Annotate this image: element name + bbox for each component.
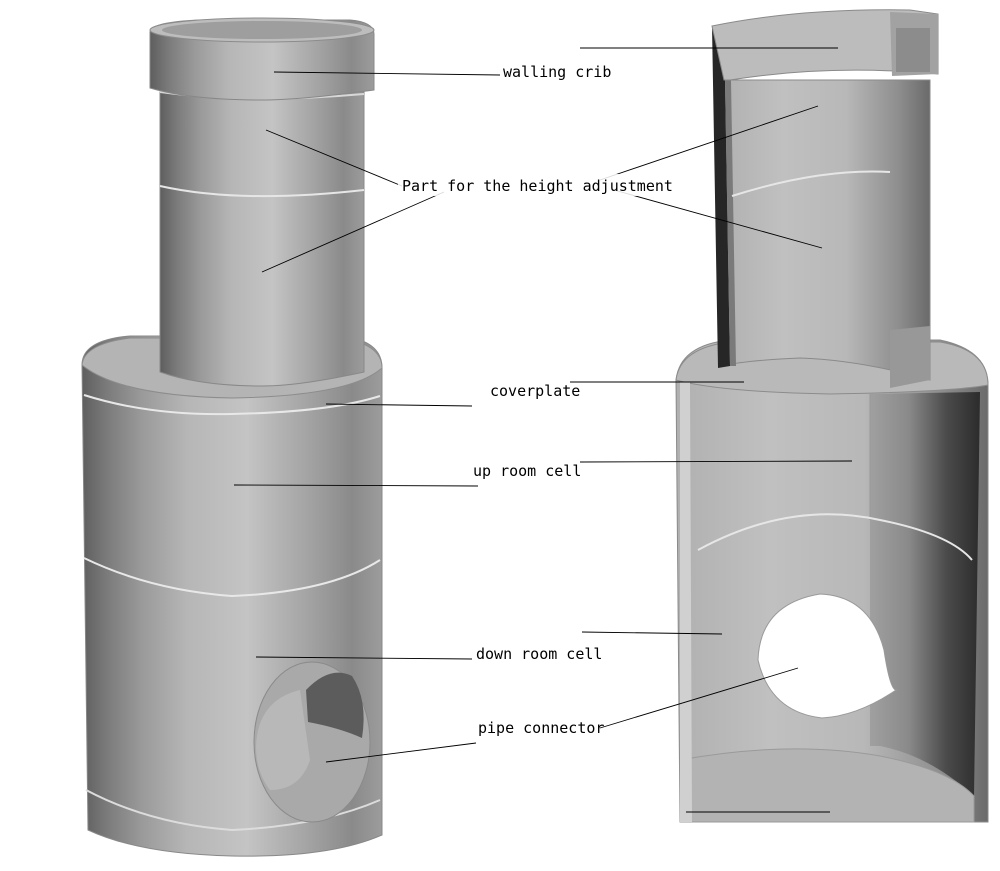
- leader-walling-crib: [273, 71, 501, 76]
- leader-height-adjust-2: [261, 191, 445, 273]
- leader-height-adjust-4: [613, 189, 823, 249]
- leader-lines: [233, 47, 853, 813]
- label-up-room-cell: up room cell: [473, 462, 581, 480]
- label-coverplate: coverplate: [490, 382, 580, 400]
- leader-up-room-left: [233, 484, 479, 487]
- label-down-room-cell: down room cell: [476, 645, 602, 663]
- leader-up-room-right: [579, 460, 853, 463]
- labels: walling crib Part for the height adjustm…: [398, 60, 682, 737]
- right-cutaway-wall: [870, 392, 980, 796]
- label-pipe-connector: pipe connector: [478, 719, 604, 737]
- leader-down-room-left: [255, 656, 473, 660]
- right-manhole-section: [675, 9, 989, 823]
- label-height-adjustment: Part for the height adjustment: [402, 177, 673, 195]
- leader-pipe-left: [325, 742, 477, 763]
- right-pipe-connector-hole: [757, 593, 898, 719]
- leader-height-adjust-1: [265, 129, 403, 187]
- leader-height-adjust-3: [599, 105, 819, 181]
- leader-pipe-right: [599, 667, 799, 729]
- left-upper-shaft: [159, 91, 365, 387]
- left-manhole-exterior: [81, 17, 383, 857]
- left-pipe-connector-hole: [253, 661, 371, 823]
- leader-down-room-right: [581, 631, 723, 635]
- label-walling-crib: walling crib: [503, 63, 611, 81]
- leader-coverplate-left: [325, 403, 473, 407]
